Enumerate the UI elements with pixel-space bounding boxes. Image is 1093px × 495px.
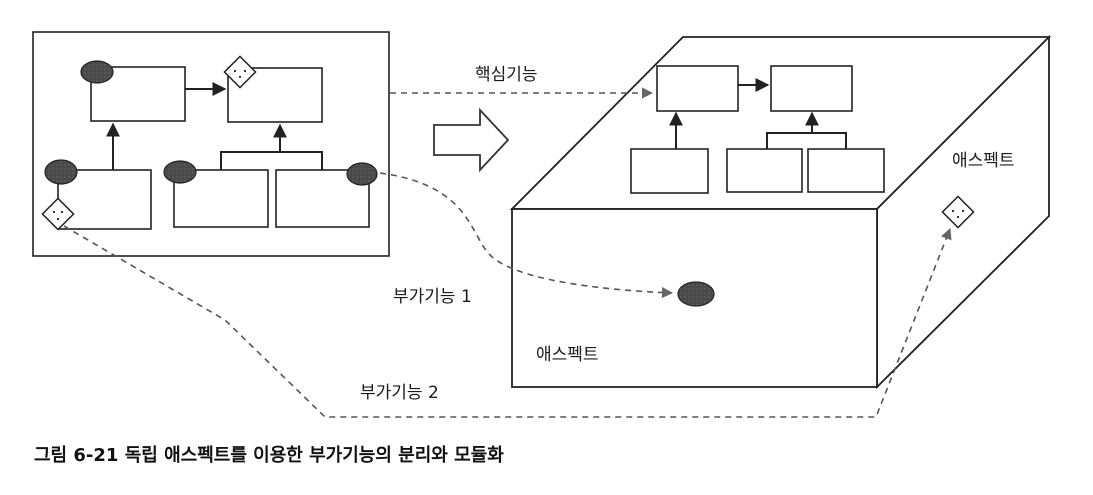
additional-function-1-connector <box>379 172 674 299</box>
aspect-3d-block <box>509 34 1052 390</box>
additional-function-2-label: 부가기능 2 <box>360 383 439 403</box>
additional-function-2-connector <box>63 225 952 418</box>
inheritance-bracket <box>766 132 847 149</box>
transform-arrow-icon <box>433 107 510 173</box>
left-module-panel <box>32 31 390 257</box>
additional-function-1-label: 부가기능 1 <box>393 287 472 307</box>
core-class-box-5 <box>807 148 885 193</box>
core-class-box-3 <box>630 148 709 194</box>
aspect-front-label: 애스펙트 <box>536 345 599 365</box>
additional-function-ellipse <box>346 162 378 186</box>
aspect-diamond-icon <box>223 55 257 89</box>
figure-caption: 그림 6-21 독립 애스펙트를 이용한 부가기능의 분리와 모듈화 <box>34 445 504 466</box>
aspect-side-label: 애스펙트 <box>952 151 1015 171</box>
core-class-box-1 <box>656 65 739 112</box>
left-class-box-3 <box>57 169 152 230</box>
additional-function-ellipse <box>677 281 715 307</box>
core-class-box-2 <box>770 65 853 112</box>
aspect-diamond-icon <box>41 197 75 231</box>
aspect-diamond-icon <box>941 195 975 229</box>
inheritance-bracket <box>220 151 323 170</box>
core-function-label: 핵심기능 <box>475 65 538 85</box>
additional-function-ellipse <box>44 159 78 185</box>
additional-function-ellipse <box>163 160 197 184</box>
additional-function-ellipse <box>80 60 114 84</box>
core-class-box-4 <box>726 148 803 193</box>
